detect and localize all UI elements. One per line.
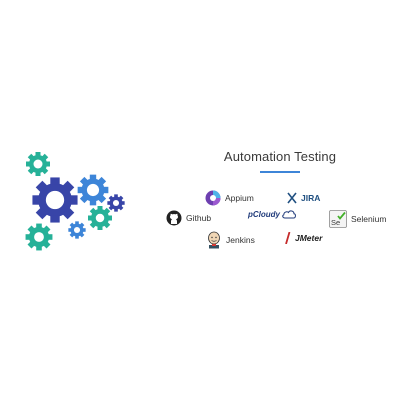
tool-github: Github xyxy=(166,210,211,226)
appium-icon xyxy=(205,190,221,206)
gear-teal-bottom-icon xyxy=(25,223,53,251)
gear-navy-small-icon xyxy=(107,194,125,212)
cloud-icon xyxy=(281,208,297,220)
page-title: Automation Testing xyxy=(223,149,337,164)
jenkins-icon xyxy=(206,231,222,249)
gear-navy-large-icon xyxy=(32,177,78,223)
tool-jmeter: JMeter xyxy=(285,232,322,244)
tool-pcloudy: pCloudy xyxy=(248,208,297,220)
github-icon xyxy=(166,210,182,226)
jira-label: JIRA xyxy=(301,193,321,203)
pcloudy-label: pCloudy xyxy=(248,209,280,219)
gears-illustration xyxy=(20,145,130,255)
gear-blue-small-icon xyxy=(68,221,86,239)
selenium-icon: Se xyxy=(329,210,347,228)
tool-selenium: Se Selenium xyxy=(329,210,386,228)
gear-teal-top-icon xyxy=(26,152,51,176)
gear-blue-icon xyxy=(77,174,109,206)
jmeter-label: JMeter xyxy=(295,233,323,243)
tool-appium: Appium xyxy=(205,190,254,206)
jmeter-icon xyxy=(285,232,291,244)
selenium-label: Selenium xyxy=(351,214,387,224)
jenkins-label: Jenkins xyxy=(226,235,255,245)
selenium-badge: Se xyxy=(331,218,340,227)
gear-teal-middle-icon xyxy=(88,206,112,230)
title-underline xyxy=(260,171,300,173)
appium-label: Appium xyxy=(225,193,254,203)
tool-jira: JIRA xyxy=(287,192,320,204)
github-label: Github xyxy=(186,213,212,223)
jira-icon xyxy=(287,192,297,204)
tool-jenkins: Jenkins xyxy=(206,231,255,249)
